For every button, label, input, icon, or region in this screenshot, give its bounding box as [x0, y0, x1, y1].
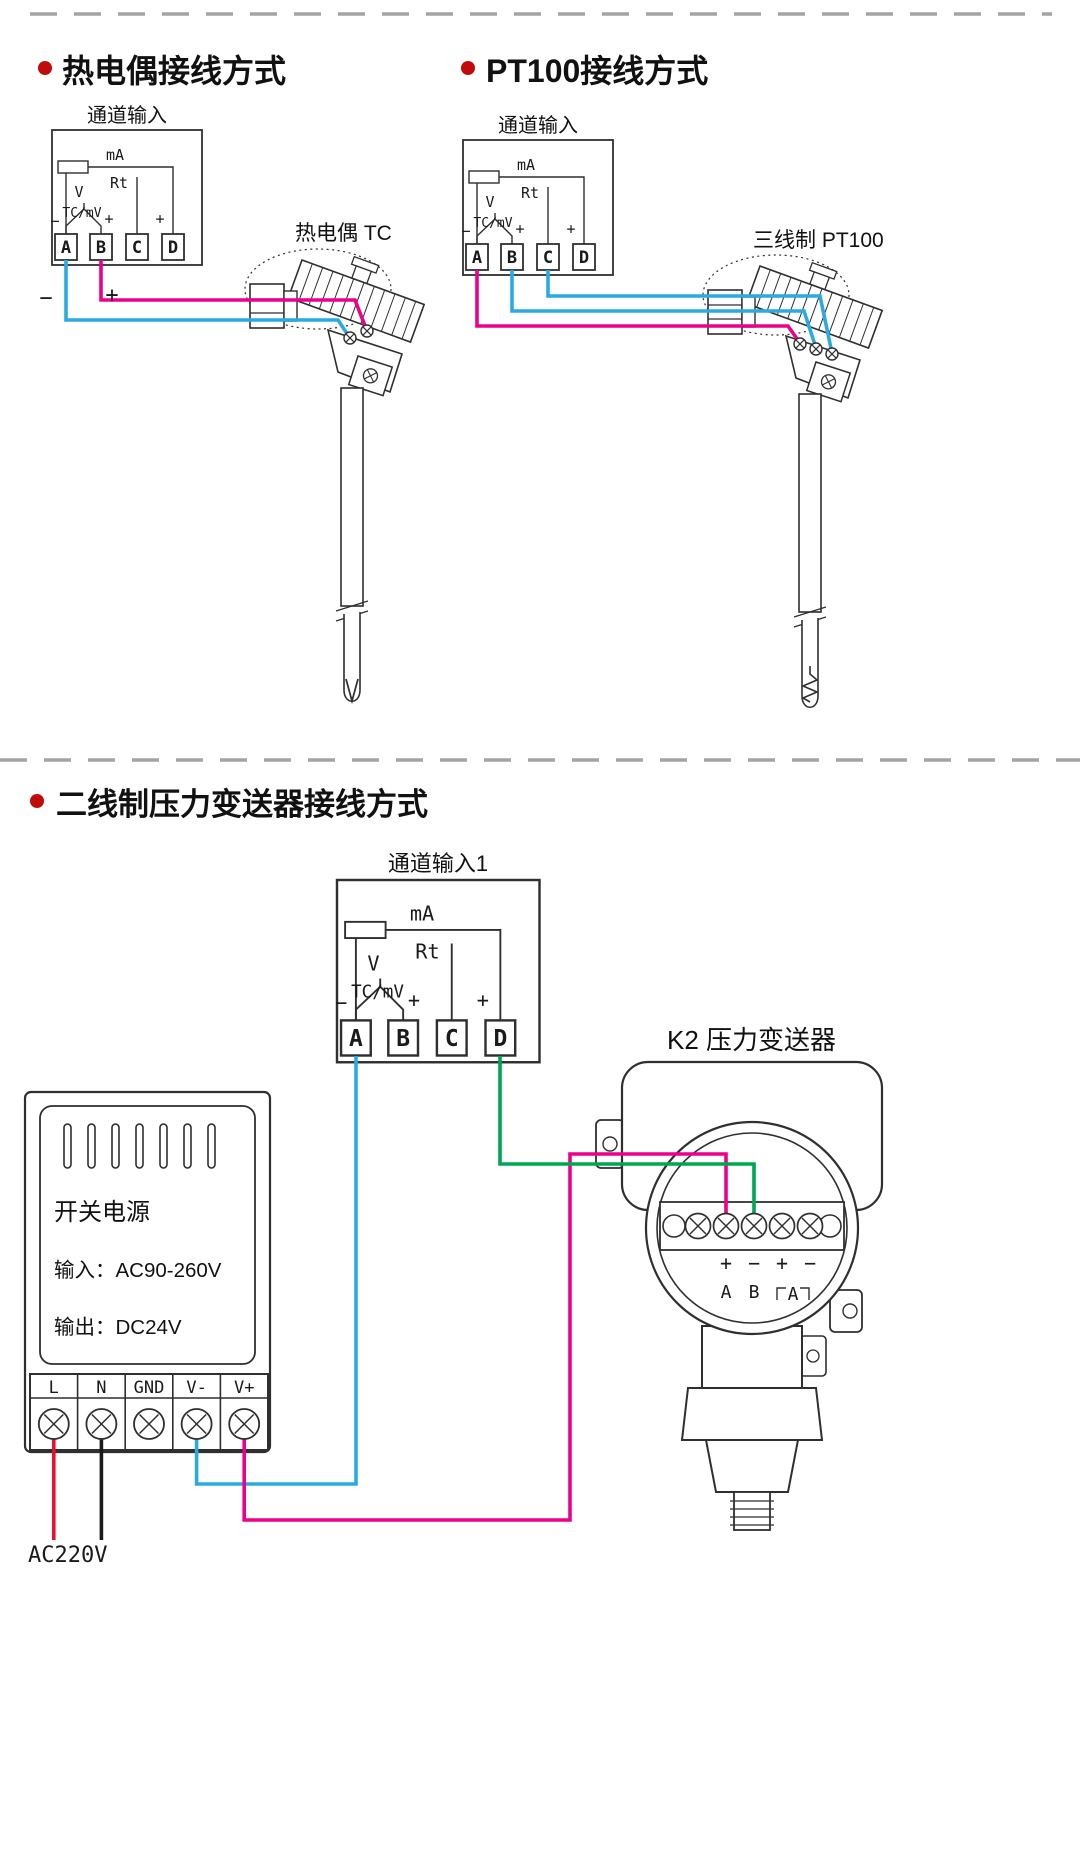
transmitter-sign: − [804, 1251, 816, 1275]
power-supply-name: 开关电源 [54, 1199, 150, 1226]
wire-pt100-a [475, 270, 802, 345]
tc-wire-plus-sign: + [105, 283, 118, 308]
channel-input-title-pt100: 通道输入 [498, 114, 578, 137]
vent-slots [63, 1123, 216, 1169]
wire-channel-d-to-transmitter [498, 1056, 756, 1226]
transmitter-wire-b-label: B [749, 1282, 760, 1303]
transmitter-screw [712, 1212, 740, 1240]
pt100-label: 三线制 PT100 [753, 229, 884, 252]
pt100-head-screw [825, 347, 839, 361]
loop-bracket [776, 1287, 810, 1300]
transmitter-screw [768, 1212, 796, 1240]
bullet-icon [461, 61, 475, 75]
strip-screw-n [85, 1408, 118, 1440]
transmitter-label: K2 压力变送器 [667, 1025, 836, 1055]
threaded-stub [733, 1491, 771, 1531]
transmitter-neck [701, 1325, 803, 1389]
tc-head-screw [343, 331, 357, 345]
wire-pt100-b [510, 270, 818, 349]
wire-tc-positive [99, 260, 369, 332]
heading-pt100: PT100接线方式 [486, 53, 708, 89]
transmitter-sign: + [776, 1251, 788, 1275]
strip-screw-l [37, 1408, 70, 1440]
transmitter-loop-label: A [788, 1284, 799, 1305]
pt100-head-screw [809, 342, 823, 356]
wire-supply-pos-to-transmitter [242, 1152, 728, 1522]
terminal-vminus-label: V- [186, 1378, 206, 1398]
channel-input-box-pt100 [460, 139, 614, 276]
terminal-gnd-label: GND [134, 1378, 165, 1398]
pt100-sensor-drawing [702, 245, 891, 709]
power-supply: 开关电源 输入：AC90-260V 输出：DC24V L N GND V- V+ [23, 1090, 272, 1454]
pt100-head-screw [793, 337, 807, 351]
terminal-l-label: L [49, 1378, 59, 1398]
transmitter-screw [684, 1212, 712, 1240]
heading-thermocouple: 热电偶接线方式 [62, 53, 286, 89]
terminal-vplus-label: V+ [234, 1378, 254, 1398]
transmitter-hex-nut [704, 1439, 800, 1493]
pressure-transmitter-drawing [595, 1060, 884, 1531]
power-supply-output: 输出：DC24V [54, 1316, 182, 1339]
terminal-n-label: N [96, 1378, 106, 1398]
transmitter-screw [740, 1212, 768, 1240]
transmitter-screw [796, 1212, 824, 1240]
thermocouple-label: 热电偶 TC [295, 222, 392, 245]
power-supply-input: 输入：AC90-260V [54, 1259, 222, 1282]
channel-input-title-tc: 通道输入 [87, 104, 167, 127]
transmitter-sign: − [748, 1251, 760, 1275]
strip-screw-vplus [228, 1408, 261, 1440]
wire-supply-neg-to-channel-a [194, 1056, 358, 1486]
transmitter-sign: + [720, 1251, 732, 1275]
wire-tc-negative [64, 260, 352, 339]
bullet-icon [38, 61, 52, 75]
strip-screw-gnd [133, 1408, 165, 1440]
pt100-resistor-zigzag [800, 666, 820, 703]
wire-pt100-c [546, 270, 834, 354]
transmitter-wire-a-label: A [721, 1282, 732, 1303]
tc-head-screw [360, 324, 374, 338]
channel-input-title-pressure: 通道输入1 [388, 851, 488, 876]
strip-screw-vminus [180, 1408, 213, 1440]
tc-wire-minus-sign: − [39, 286, 52, 311]
thermocouple-junction-v [345, 678, 359, 705]
transmitter-flange [680, 1387, 824, 1441]
channel-input-box-pressure [333, 878, 541, 1064]
mains-label: AC220V [28, 1543, 107, 1568]
thermocouple-sensor-drawing [244, 239, 433, 705]
bullet-icon [30, 794, 44, 808]
terminal-bar-hole [662, 1214, 686, 1238]
heading-pressure: 二线制压力变送器接线方式 [56, 787, 428, 822]
channel-input-box-tc [49, 129, 203, 266]
